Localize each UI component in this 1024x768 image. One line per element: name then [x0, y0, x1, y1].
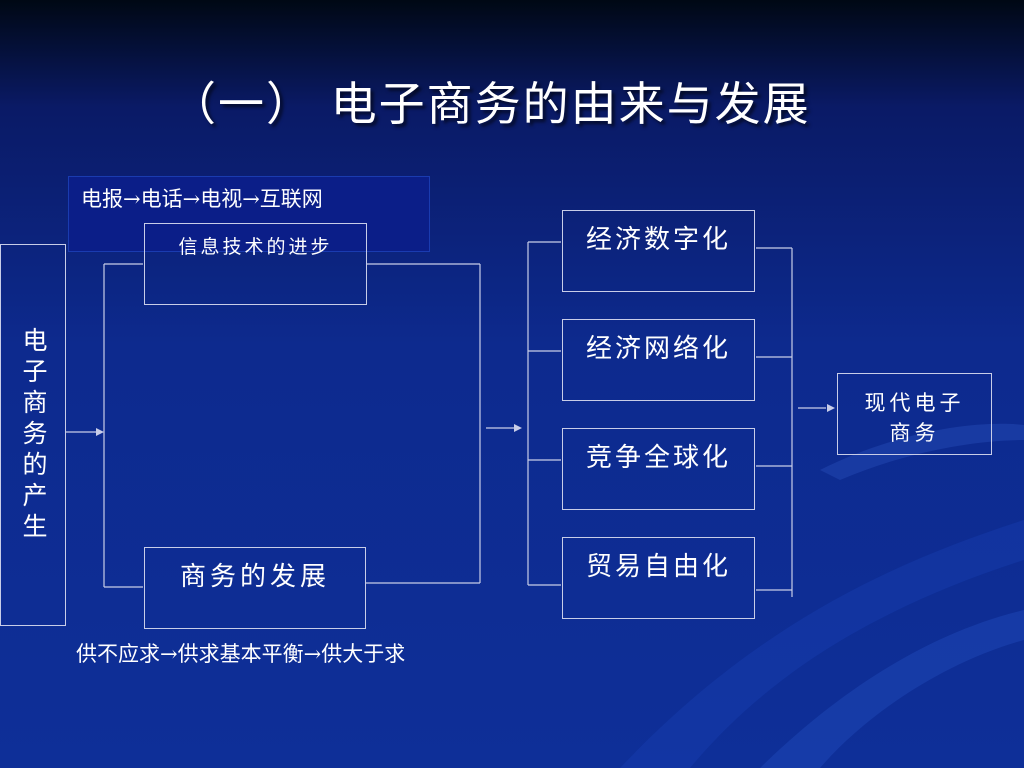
result-label-line1: 现代电子	[864, 391, 965, 415]
trend-box-3: 竞争全球化	[562, 428, 755, 510]
business-development-label: 商务的发展	[179, 562, 330, 592]
trend-box-4: 贸易自由化	[562, 537, 755, 619]
trend-box-1: 经济数字化	[562, 210, 755, 292]
result-label-line2: 商务	[889, 421, 940, 445]
info-tech-label: 信息技术的进步	[178, 236, 333, 258]
trend-label-1: 经济数字化	[585, 225, 731, 255]
trend-box-2: 经济网络化	[562, 319, 755, 401]
trend-label-4: 贸易自由化	[585, 552, 731, 582]
slide-title: （一） 电子商务的由来与发展	[170, 77, 811, 131]
result-box: 现代电子 商务	[837, 373, 992, 455]
caption-business-evolution: 供不应求→供求基本平衡→供大于求	[76, 642, 406, 666]
root-label: 电子商务的产生	[19, 326, 48, 544]
caption-panel-tech: 电报→电话→电视→互联网	[68, 176, 430, 252]
business-development-box: 商务的发展	[144, 547, 366, 629]
trend-label-3: 竞争全球化	[585, 443, 731, 473]
info-tech-box: 信息技术的进步	[144, 223, 367, 305]
root-box: 电子商务的产生	[0, 244, 66, 626]
trend-label-2: 经济网络化	[585, 334, 731, 364]
caption-tech-evolution: 电报→电话→电视→互联网	[81, 187, 323, 211]
